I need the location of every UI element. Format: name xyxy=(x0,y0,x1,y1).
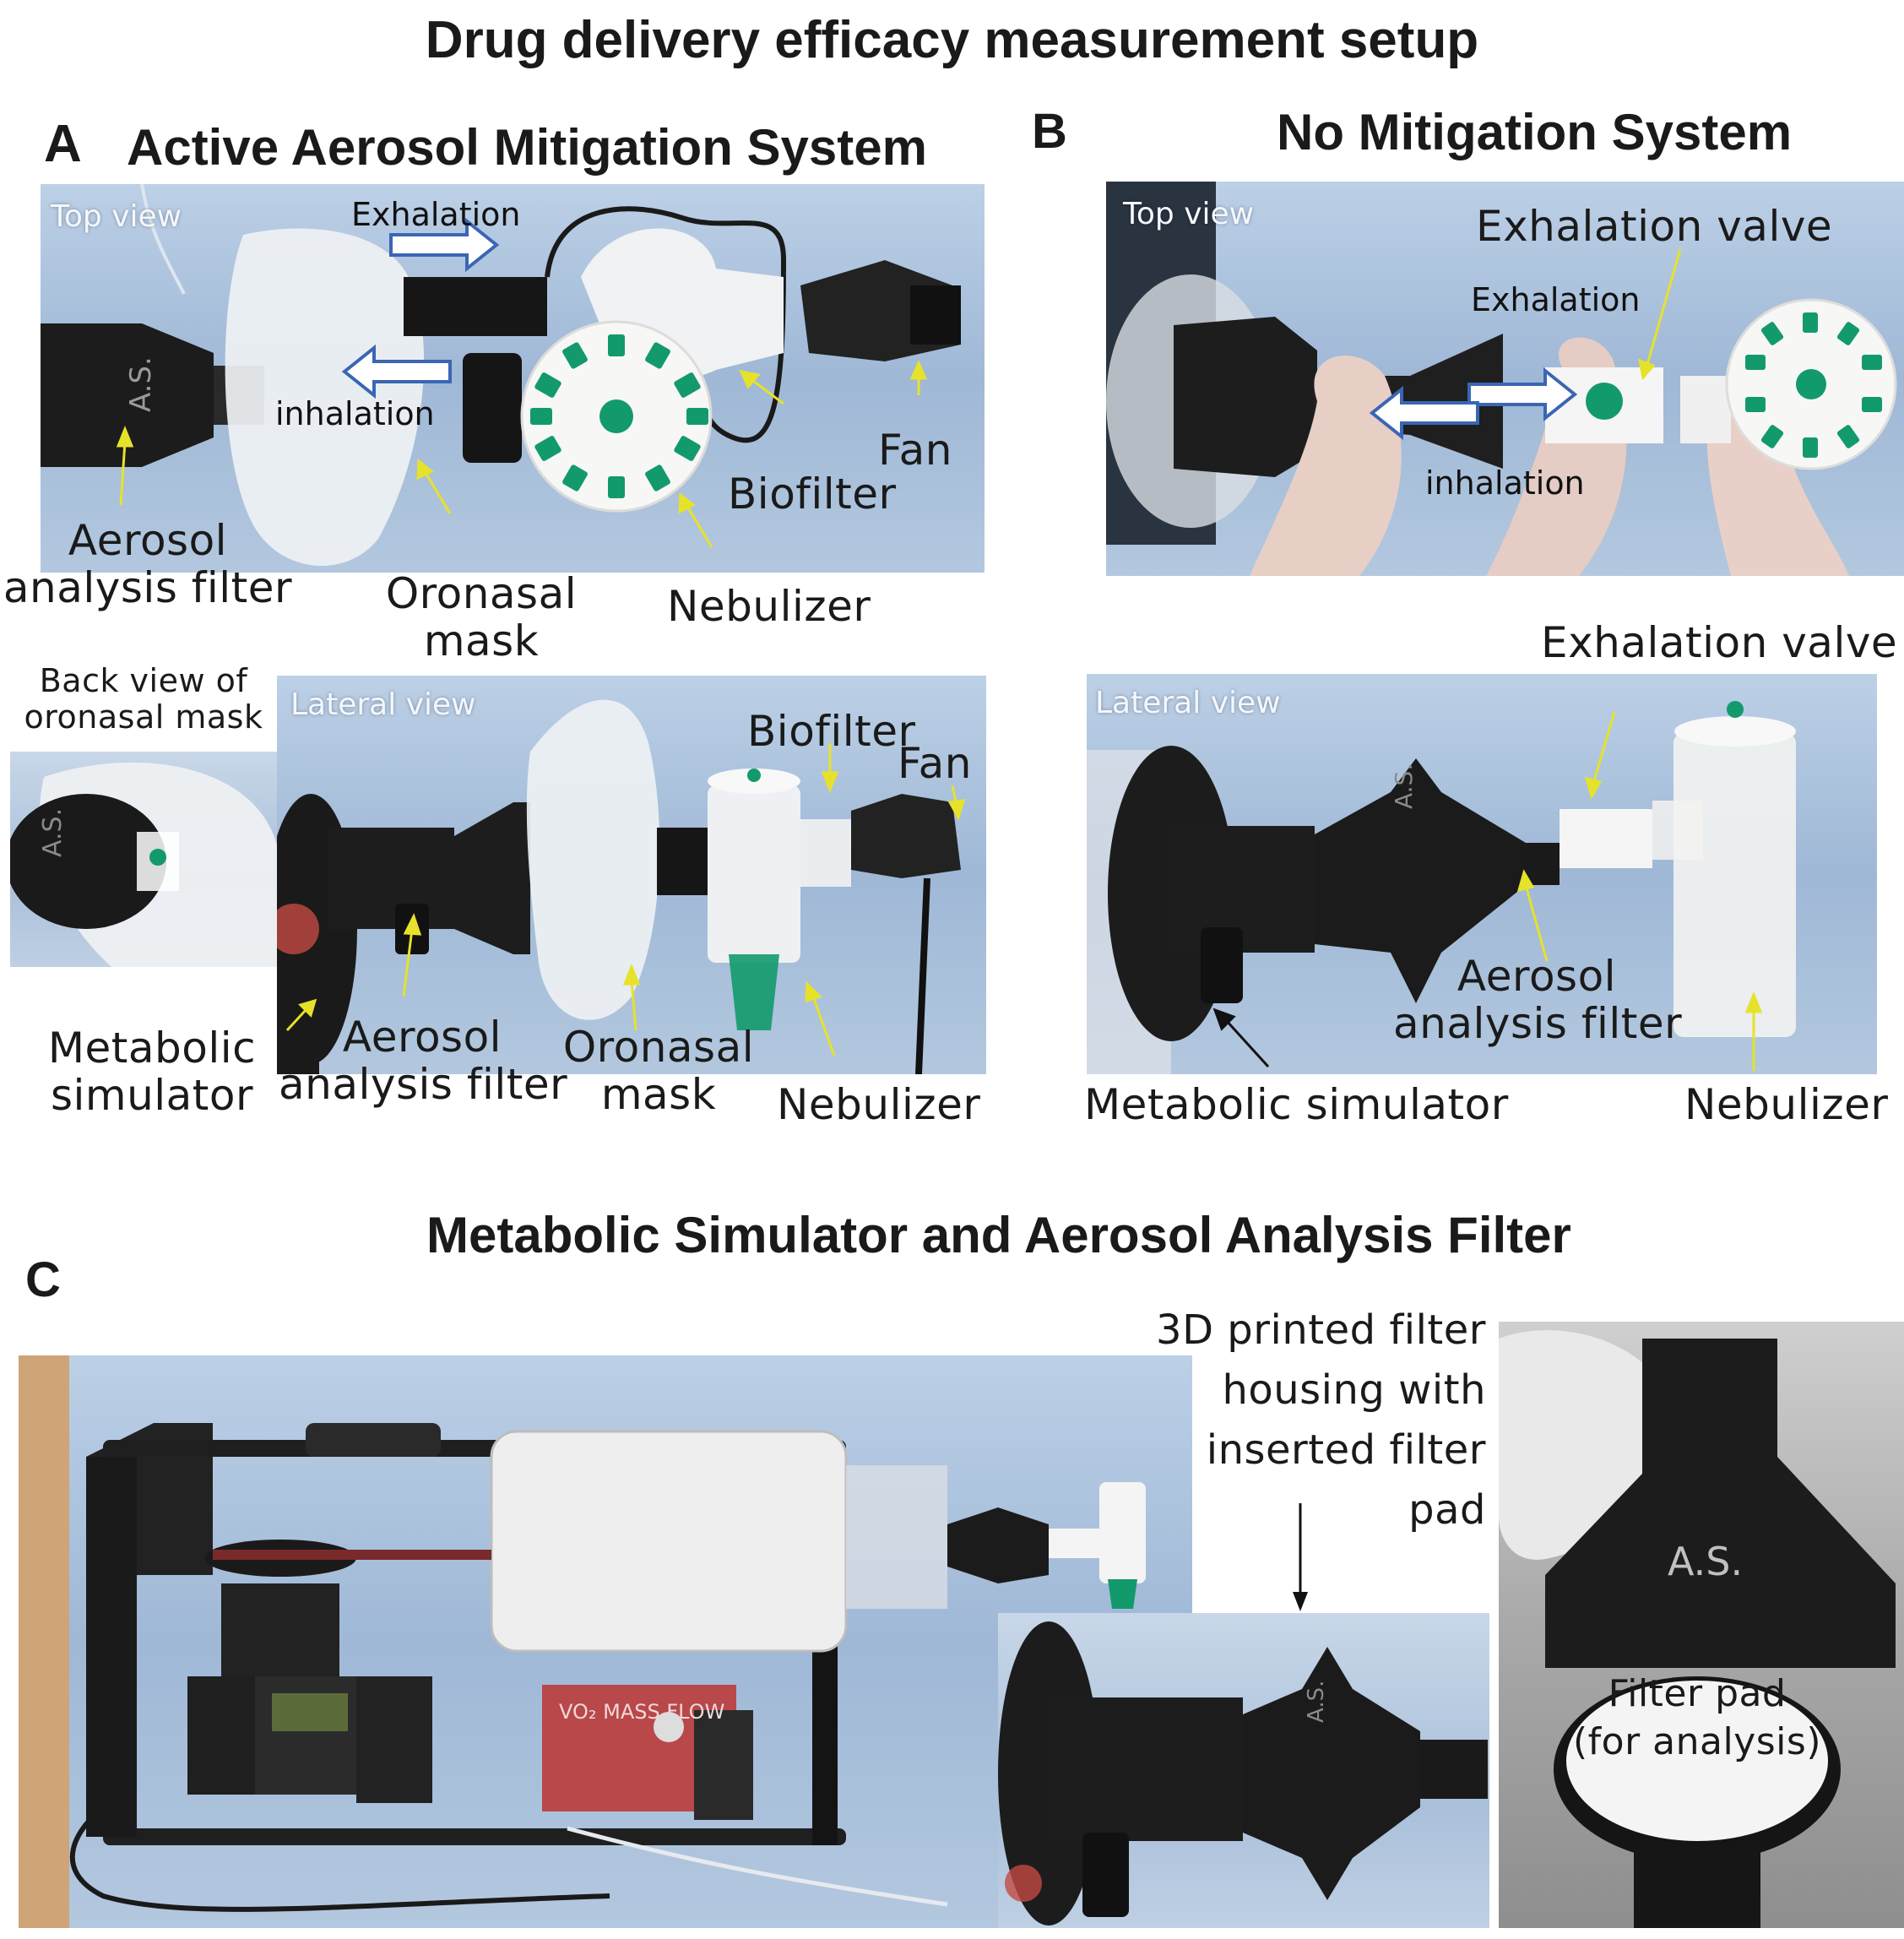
panel-a-top-view-illustration: A.S. xyxy=(41,184,961,567)
panel-a-lateral-view-photo: Lateral view xyxy=(277,676,986,1074)
panel-c-simulator-photo: VO₂ MASS FLOW xyxy=(19,1355,1192,1928)
panel-c-title: Metabolic Simulator and Aerosol Analysis… xyxy=(426,1207,1571,1263)
a-top-biofilter-label: Biofilter xyxy=(728,470,897,519)
mass-flow-label: VO₂ MASS FLOW xyxy=(559,1700,724,1724)
c-housing-arrow xyxy=(1293,1503,1308,1611)
b-exhalation-text: Exhalation xyxy=(1471,281,1641,318)
a-lateral-view-tag: Lateral view xyxy=(290,687,476,722)
c-filter-pad-label: Filter pad (for analysis) xyxy=(1573,1672,1821,1764)
b-lateral-metabolic-label: Metabolic simulator xyxy=(1084,1080,1509,1129)
a-lateral-aerosol-filter-label: Aerosol analysis filter xyxy=(279,1013,568,1109)
a-top-fan-label: Fan xyxy=(878,426,952,475)
panel-b-lateral-view-photo: A.S. Lateral view xyxy=(1087,674,1877,1074)
panel-b-top-view-photo: A.S. Top view Exhal xyxy=(1106,182,1904,576)
svg-text:A.S.: A.S. xyxy=(1390,763,1418,809)
panel-a-top-view-photo: A.S. xyxy=(41,184,985,573)
a-lateral-metabolic-label: Metabolic simulator xyxy=(47,1024,257,1120)
a-inhalation-text: inhalation xyxy=(275,395,435,432)
panel-a-back-view-photo: A.S. xyxy=(10,752,279,967)
a-top-nebulizer-label: Nebulizer xyxy=(667,582,871,631)
figure-title: Drug delivery efficacy measurement setup xyxy=(425,11,1479,69)
a-top-mask-label: Oronasal mask xyxy=(385,569,578,665)
panel-a-title: Active Aerosol Mitigation System xyxy=(127,119,927,176)
svg-text:A.S.: A.S. xyxy=(124,356,158,412)
panel-c-housing-photo: A.S. xyxy=(998,1613,1489,1928)
b-lateral-aerosol-filter-label: Aerosol analysis filter xyxy=(1393,952,1683,1048)
a-lateral-biofilter-label: Biofilter xyxy=(747,707,916,756)
panel-b-title: No Mitigation System xyxy=(1277,104,1793,160)
a-top-aerosol-filter-label: Aerosol analysis filter xyxy=(3,516,293,612)
a-exhalation-text: Exhalation xyxy=(351,196,521,233)
panel-c-filter-pad-photo: A.S. Filter pad (for analysis) xyxy=(1499,1322,1904,1928)
c-housing-label: 3D printed filter housing with inserted … xyxy=(1156,1306,1486,1534)
b-top-view-tag: Top view xyxy=(1123,197,1255,231)
b-lateral-view-tag: Lateral view xyxy=(1095,686,1281,720)
panel-c-letter: C xyxy=(25,1252,61,1307)
panel-b-letter: B xyxy=(1032,104,1067,159)
c-pad-stamp: A.S. xyxy=(1668,1539,1743,1584)
b-inhalation-text: inhalation xyxy=(1425,464,1585,502)
b-lateral-nebulizer-label: Nebulizer xyxy=(1684,1080,1889,1129)
svg-text:A.S.: A.S. xyxy=(38,808,68,857)
svg-text:A.S.: A.S. xyxy=(1304,1681,1329,1723)
a-lateral-nebulizer-label: Nebulizer xyxy=(777,1080,981,1129)
b-top-exhalation-valve-label: Exhalation valve xyxy=(1476,202,1833,251)
a-top-view-tag: Top view xyxy=(51,199,182,234)
a-lateral-fan-label: Fan xyxy=(898,739,972,788)
b-lateral-exhalation-valve-label: Exhalation valve xyxy=(1541,618,1898,667)
a-back-view-label: Back view of oronasal mask xyxy=(24,662,263,736)
a-lateral-mask-label: Oronasal mask xyxy=(562,1023,755,1119)
panel-a-letter: A xyxy=(44,115,82,173)
